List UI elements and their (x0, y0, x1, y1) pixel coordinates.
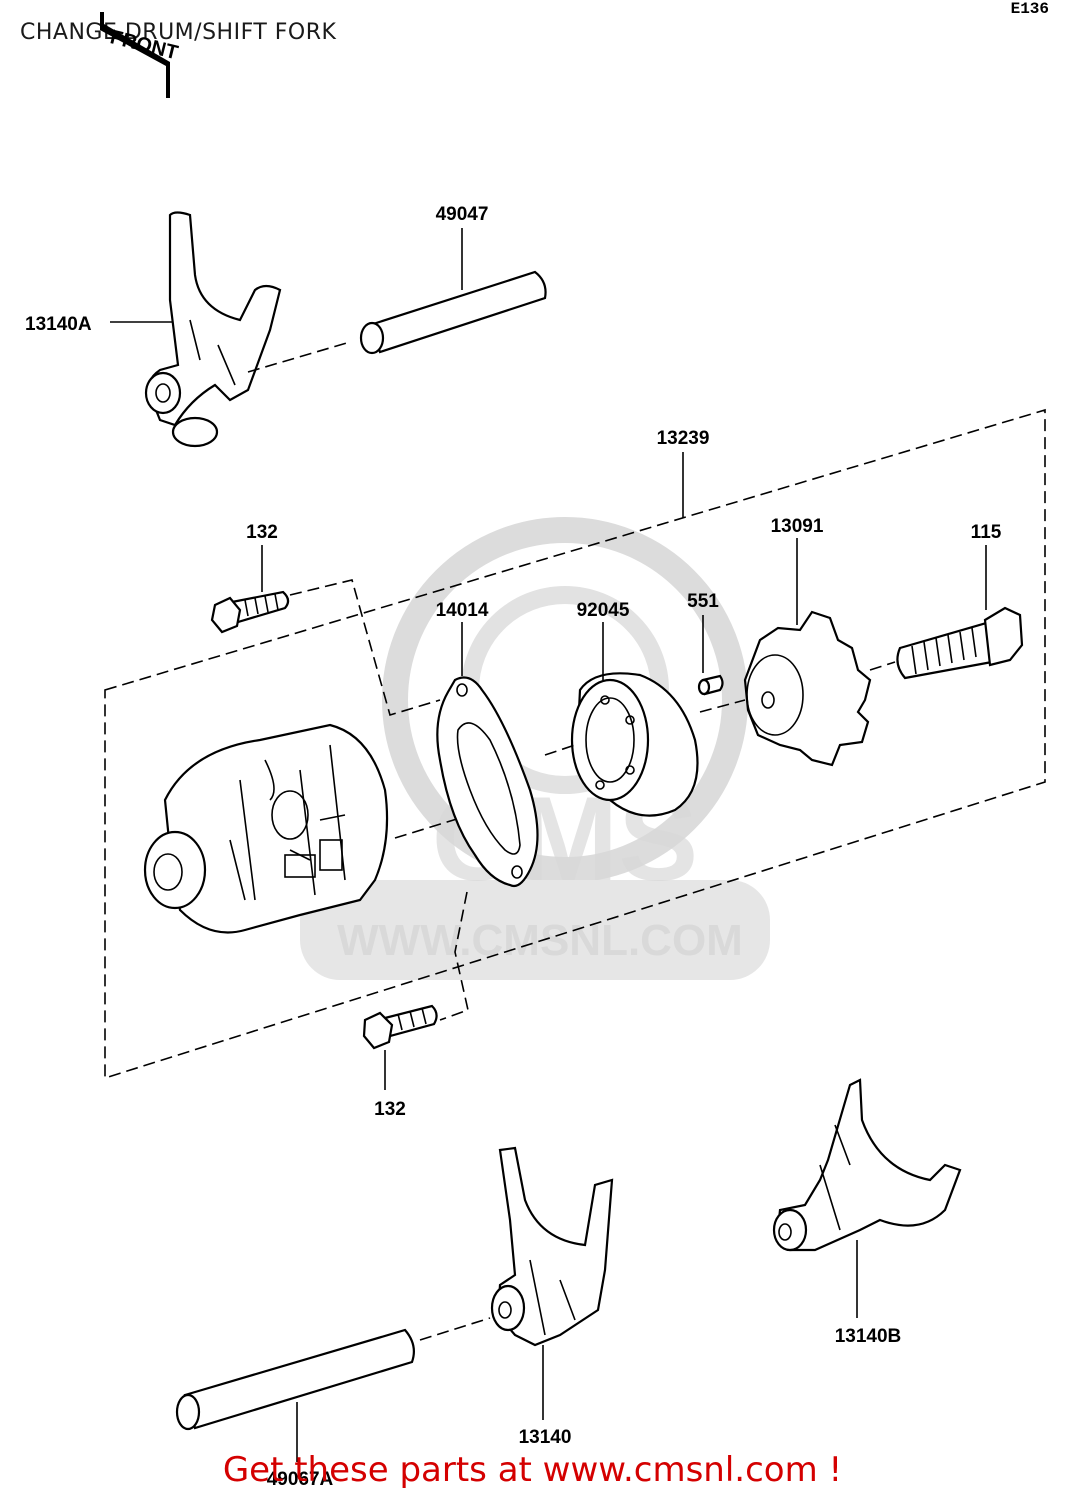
front-marker-label: FRONT (108, 26, 180, 64)
part-label-13140a: 13140A (25, 314, 92, 335)
part-label-551: 551 (687, 591, 719, 612)
part-label-49067a: 49067A (267, 1469, 334, 1490)
part-label-13239: 13239 (657, 428, 710, 449)
part-label-13091: 13091 (771, 516, 824, 537)
plate-14014 (436, 676, 539, 888)
shift-fork-13140b (772, 1078, 962, 1252)
part-label-13140: 13140 (519, 1427, 572, 1448)
part-label-13140b: 13140B (835, 1326, 902, 1347)
change-drum (143, 723, 389, 934)
shift-fork-13140 (490, 1146, 614, 1347)
part-label-49047: 49047 (436, 204, 489, 225)
part-label-115: 115 (971, 522, 1002, 543)
bearing-92045 (570, 672, 699, 817)
part-label-132-top: 132 (246, 522, 278, 543)
bolt-132-top (210, 590, 290, 634)
part-label-14014: 14014 (436, 600, 489, 621)
shift-fork-13140a (144, 211, 282, 448)
pin-551 (697, 674, 724, 696)
shift-rod-49067a (175, 1328, 415, 1431)
bolt-115 (896, 606, 1024, 680)
pin-holder-13091 (743, 610, 872, 767)
bolt-132-bottom (362, 1004, 438, 1050)
page-code: E136 (1010, 0, 1049, 18)
part-label-132-bottom: 132 (374, 1099, 406, 1120)
shift-rod-49047 (359, 270, 547, 355)
assembly-outline-13239 (104, 408, 1046, 1080)
diagram-title: CHANGE DRUM/SHIFT FORK (20, 20, 337, 45)
promo-footer-link[interactable]: Get these parts at www.cmsnl.com ! (222, 1450, 843, 1490)
part-label-92045: 92045 (577, 600, 630, 621)
front-direction-marker: FRONT (100, 12, 180, 98)
